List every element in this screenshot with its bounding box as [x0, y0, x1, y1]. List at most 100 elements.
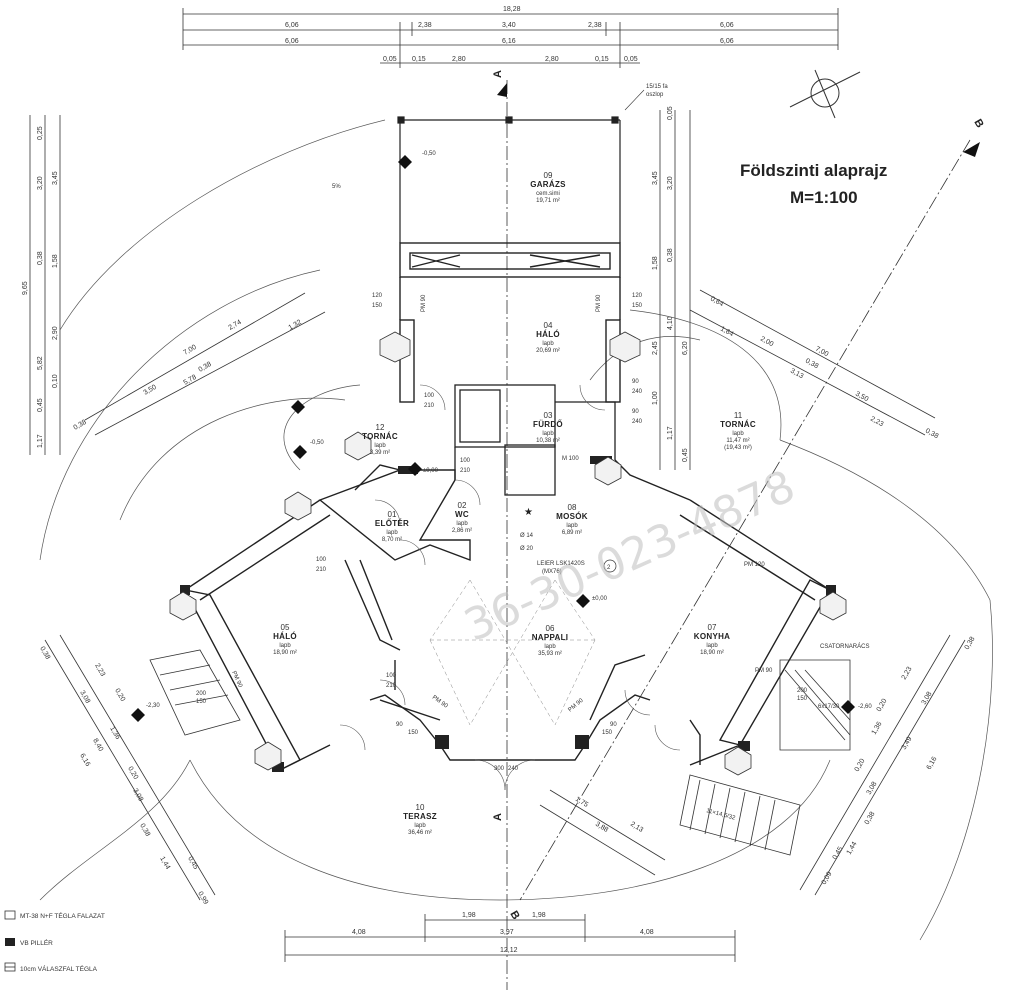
svg-text:18,90 m²: 18,90 m²	[700, 650, 724, 656]
svg-text:2,00: 2,00	[759, 336, 774, 349]
top-dimension-chains	[182, 8, 839, 68]
dim-bottom-1: 1,98	[462, 912, 476, 919]
dim-top-r3-1: 6,06	[285, 38, 299, 45]
level-entry: ±0,00	[423, 468, 439, 474]
room-11-porch: 11 TORNÁC lapb 11,47 m² (19,43 m²)	[720, 411, 756, 451]
svg-text:FÜRDŐ: FÜRDŐ	[533, 420, 563, 429]
svg-text:2,23: 2,23	[869, 416, 884, 429]
wall-solids	[180, 456, 836, 772]
dim-bottom-2: 1,98	[532, 912, 546, 919]
svg-text:WC: WC	[455, 510, 469, 519]
slope-label: 5%	[332, 184, 341, 190]
svg-text:0,05: 0,05	[667, 106, 674, 120]
room-03-bathroom: 03 FÜRDŐ lapb 10,38 m²	[533, 411, 563, 444]
svg-text:2,23: 2,23	[93, 663, 106, 678]
diagonal-dimension-chains	[44, 289, 966, 901]
svg-text:TORNÁC: TORNÁC	[720, 420, 756, 429]
dim-bottom-3: 4,08	[352, 929, 366, 936]
svg-text:18,90 m²: 18,90 m²	[273, 650, 297, 656]
dim-top-r2-3: 3,40	[502, 22, 516, 29]
svg-text:lapb: lapb	[456, 521, 468, 527]
level-marks	[131, 155, 855, 722]
dim-bottom-6: 12,12	[500, 947, 518, 954]
svg-text:6,16: 6,16	[926, 756, 939, 771]
dim-bottom-5: 4,08	[640, 929, 654, 936]
svg-text:10,38 m²: 10,38 m²	[536, 438, 560, 444]
bottom-dimension-chains	[284, 914, 736, 962]
svg-text:5,78: 5,78	[183, 374, 198, 387]
svg-text:0,38: 0,38	[964, 636, 977, 651]
dim-bottom-4: 3,97	[500, 929, 514, 936]
svg-text:3,08: 3,08	[131, 788, 144, 803]
svg-text:04: 04	[544, 321, 553, 330]
stairs-left	[149, 649, 241, 736]
svg-text:20,69 m²: 20,69 m²	[536, 348, 560, 354]
watermark-phone: 36-30-023-4878	[457, 461, 803, 652]
svg-text:09: 09	[544, 171, 553, 180]
svg-text:210: 210	[424, 403, 435, 409]
section-b-top: B	[971, 117, 985, 130]
svg-text:6,16: 6,16	[78, 753, 91, 768]
svg-text:1,64: 1,64	[719, 326, 734, 339]
svg-text:4,10: 4,10	[667, 316, 674, 330]
svg-text:35,93 m²: 35,93 m²	[538, 651, 562, 657]
dim-top-r3-2: 6,16	[502, 38, 516, 45]
svg-text:150: 150	[196, 699, 207, 705]
svg-text:2,90: 2,90	[52, 326, 59, 340]
svg-text:PM 90: PM 90	[421, 294, 427, 312]
svg-text:1,17: 1,17	[667, 426, 674, 440]
room-10-terrace: 10 TERASZ lapb 36,46 m²	[403, 803, 437, 836]
svg-text:120: 120	[372, 293, 383, 299]
svg-text:0,20: 0,20	[876, 698, 889, 713]
svg-text:36,46 m²: 36,46 m²	[408, 830, 432, 836]
svg-text:1,58: 1,58	[652, 256, 659, 270]
svg-text:PM 90: PM 90	[431, 695, 449, 710]
plan-scale: M=1:100	[790, 188, 858, 207]
room-09-garage: 09 GARÁZS cem.simi 19,71 m²	[530, 171, 566, 204]
svg-text:200: 200	[797, 688, 808, 694]
svg-text:3,45: 3,45	[52, 171, 59, 185]
svg-text:lapb: lapb	[542, 341, 554, 347]
svg-text:05: 05	[281, 623, 290, 632]
svg-text:lapb: lapb	[414, 823, 426, 829]
svg-text:1,75: 1,75	[574, 796, 589, 809]
svg-text:8,70 m²: 8,70 m²	[382, 537, 402, 543]
bedroom-04-walls	[399, 242, 621, 403]
svg-text:0,99: 0,99	[196, 891, 209, 906]
level-left: -0,50	[310, 440, 324, 446]
svg-text:100: 100	[316, 557, 327, 563]
svg-text:ELŐTÉR: ELŐTÉR	[375, 519, 409, 528]
room-07-kitchen: 07 KONYHA lapb 18,90 m²	[694, 623, 730, 656]
svg-text:3,08: 3,08	[866, 781, 879, 796]
svg-text:0,20: 0,20	[126, 766, 139, 781]
svg-text:3,88: 3,88	[594, 821, 609, 834]
svg-text:GARÁZS: GARÁZS	[530, 180, 566, 189]
post-label-2: oszlop	[646, 92, 664, 98]
svg-text:lapb: lapb	[542, 431, 554, 437]
dn2-label: Ø 20	[520, 546, 534, 552]
svg-text:90: 90	[610, 722, 617, 728]
svg-text:HÁLÓ: HÁLÓ	[536, 330, 560, 339]
svg-text:KONYHA: KONYHA	[694, 632, 730, 641]
svg-text:02: 02	[458, 501, 467, 510]
legend-brick-wall-swatch	[4, 910, 16, 920]
room-08-laundry: 08 MOSÓK lapb 6,89 m²	[556, 503, 587, 536]
star-icon: ★	[524, 507, 533, 518]
svg-text:100: 100	[424, 393, 435, 399]
svg-text:lapb: lapb	[566, 523, 578, 529]
stairs-bottom	[679, 774, 801, 856]
room-12-porch: 12 TORNÁC lapb 3,39 m²	[362, 423, 398, 456]
svg-text:2,86 m²: 2,86 m²	[452, 528, 472, 534]
svg-text:150: 150	[372, 303, 383, 309]
svg-text:0,38: 0,38	[864, 811, 877, 826]
svg-text:0,38: 0,38	[667, 248, 674, 262]
section-a-top: A	[492, 70, 504, 78]
svg-text:1,00: 1,00	[652, 391, 659, 405]
svg-text:lapb: lapb	[374, 443, 386, 449]
svg-text:0,64: 0,64	[709, 296, 724, 309]
svg-text:150: 150	[797, 696, 808, 702]
right-dimension-chains	[659, 110, 691, 470]
svg-text:240: 240	[632, 419, 643, 425]
svg-text:90: 90	[396, 722, 403, 728]
level-right-low: -2,60	[858, 704, 872, 710]
